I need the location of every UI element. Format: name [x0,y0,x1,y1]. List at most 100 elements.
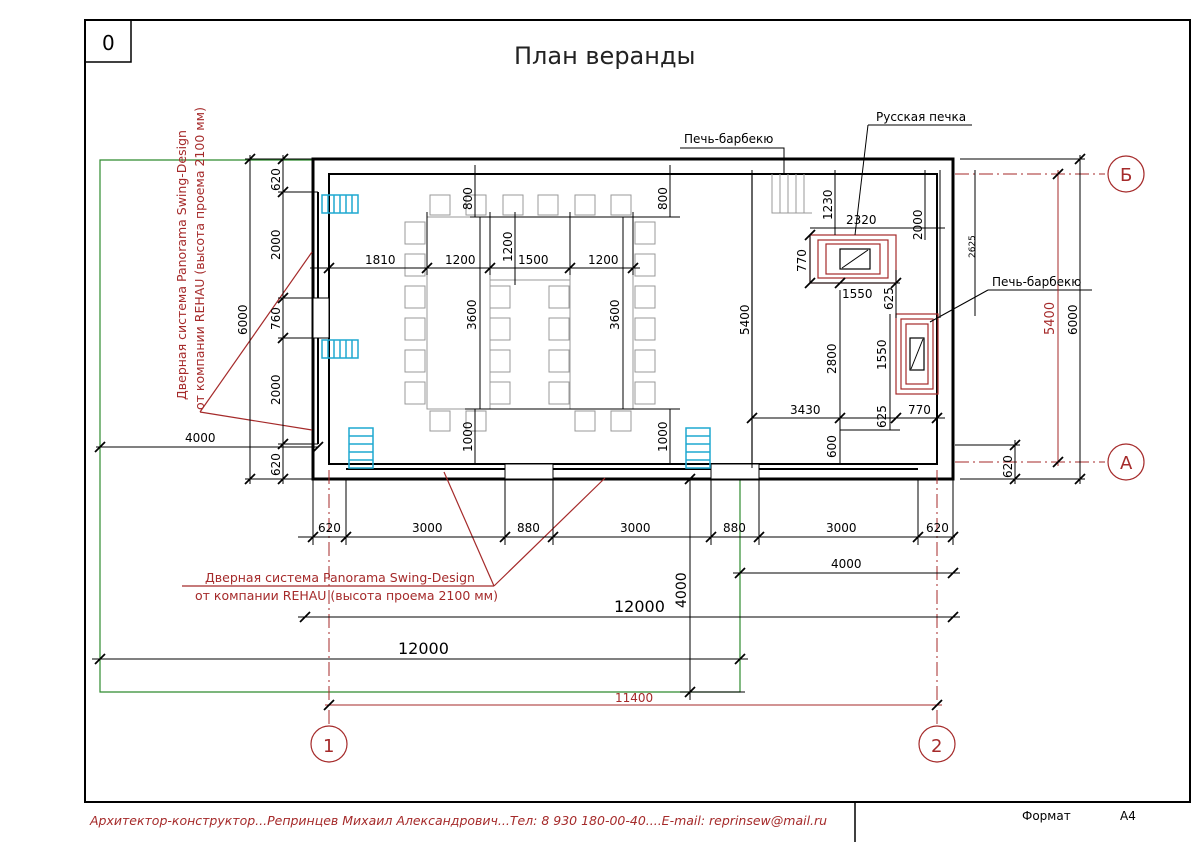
label-door-bottom-1: Дверная система Panorama Swing-Design [205,570,475,585]
dimension-tick [890,277,902,289]
dimension-tick [564,262,576,274]
label-door-left-2: от компании REHAU (высота проема 2100 мм… [192,107,207,410]
dimension-tick [277,186,289,198]
door-leaders [182,251,606,587]
dim-stove-625-a: 625 [882,287,896,310]
chair [574,410,596,432]
chair [574,194,596,216]
dim-left-6000: 6000 [236,304,250,335]
label-russian-stove: Русская печка [876,110,966,124]
dim-stove-770: 770 [795,249,809,272]
chair [548,349,570,373]
dimension-tick [1074,153,1086,165]
dim-left-2000-a: 2000 [269,229,283,260]
chair [404,221,426,245]
axis-bubble-A [1107,443,1145,481]
dimension-lines [92,155,1085,700]
plan-title: План веранды [514,42,696,70]
chair [489,285,511,309]
dimension-tick [947,567,959,579]
dimension-tick [1052,456,1064,468]
bottom-pier-2 [710,463,760,480]
dimension-tick [834,412,846,424]
dim-row-1810: 1810 [365,253,396,267]
dimension-tick [804,277,816,289]
dimension-tick [684,686,696,698]
dimension-tick [834,277,846,289]
format-label: Формат [1022,809,1071,823]
sheet-number: 0 [102,31,115,55]
dim-600: 600 [825,435,839,458]
dim-625-b: 625 [875,405,889,428]
dimension-texts: 620 2000 760 2000 620 6000 4000 800 800 … [185,168,1080,705]
dim-left-760: 760 [269,307,283,330]
dimension-tick [94,653,106,665]
dim-b-3000-a: 3000 [412,521,443,535]
dim-vert-1200: 1200 [501,231,515,262]
axis-bubble-B [1107,155,1145,193]
dim-top-800-a: 800 [461,187,475,210]
dimension-tick [277,332,289,344]
chair [610,410,632,432]
chair [404,253,426,277]
chair [465,194,487,216]
dim-row-1200-b: 1200 [588,253,619,267]
dimension-tick [312,441,324,453]
chair [465,410,487,432]
dim-left-2000-b: 2000 [269,374,283,405]
chair [634,349,656,373]
dim-b-620-r: 620 [926,521,949,535]
chair [634,221,656,245]
dim-stove-2000: 2000 [911,209,925,240]
label-bbq-right: Печь-барбекю [992,275,1081,289]
dim-770-b: 770 [908,403,931,417]
chair [634,317,656,341]
dim-stove-1230: 1230 [821,189,835,220]
chair [537,194,559,216]
chair [404,317,426,341]
dimension-tick [804,229,816,241]
chair [429,410,451,432]
dim-b-12000-b: 12000 [398,639,449,658]
label-door-left-1: Дверная система Panorama Swing-Design [174,130,189,400]
dim-bot-1000-a: 1000 [461,421,475,452]
chair [489,381,511,405]
chair [502,194,524,216]
chair [404,381,426,405]
dimension-ticks [94,153,1086,711]
dimension-tick [1074,473,1086,485]
dimension-tick [931,699,943,711]
chair [634,285,656,309]
axis-label-2: 2 [931,736,942,757]
dimension-tick [931,412,943,424]
dimension-tick [734,567,746,579]
dim-left-620-bot: 620 [269,453,283,476]
dimension-tick [1052,168,1064,180]
dimension-tick [94,441,106,453]
dimension-tick [244,153,256,165]
dimension-tick [307,531,319,543]
dimension-tick [746,412,758,424]
dim-3430: 3430 [790,403,821,417]
axis-label-B: Б [1120,165,1132,186]
dimension-tick [912,531,924,543]
dim-left-4000: 4000 [185,431,216,445]
dim-left-620-top: 620 [269,168,283,191]
axis-label-A: А [1120,453,1133,474]
dimension-tick [753,531,765,543]
dim-b-12000-a: 12000 [614,597,665,616]
dimension-tick [734,653,746,665]
dim-bot-1000-b: 1000 [656,421,670,452]
format-value: А4 [1120,809,1136,823]
axis-bubble-1 [310,725,348,763]
dim-table-3600-a: 3600 [465,299,479,330]
left-pier [312,297,330,339]
chair [404,285,426,309]
dim-stove-2625: 2625 [968,235,978,258]
dim-b-4000-r: 4000 [831,557,862,571]
dim-table-3600-b: 3600 [608,299,622,330]
sheet-number-box [84,19,132,63]
dimension-tick [244,473,256,485]
stairs [771,174,812,214]
